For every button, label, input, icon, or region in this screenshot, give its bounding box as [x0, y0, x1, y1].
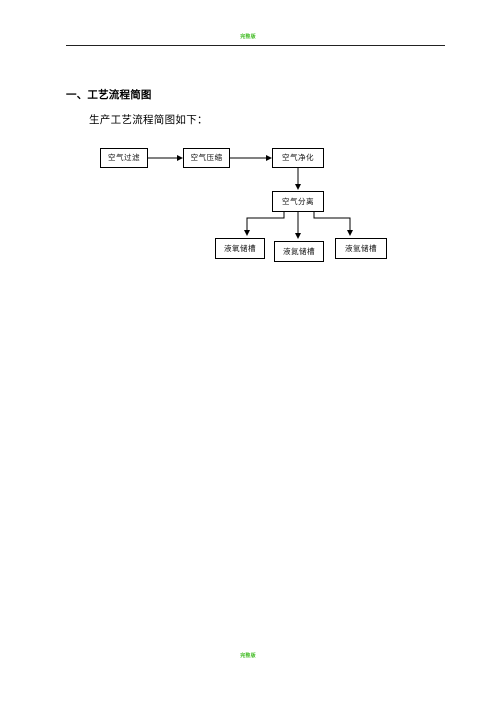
section-heading: 一、工艺流程简图 — [66, 89, 152, 101]
intro-text: 生产工艺流程简图如下： — [89, 114, 208, 126]
arrow-separate-to-left — [244, 212, 285, 236]
box-air-compress: 空气压缩 — [183, 148, 230, 168]
box-air-filter: 空气过滤 — [100, 148, 148, 168]
box-air-purify: 空气净化 — [272, 148, 324, 168]
header-watermark: 完整版 — [240, 34, 256, 40]
arrow-separate-to-right — [313, 212, 353, 236]
footer-watermark: 完整版 — [240, 653, 256, 659]
box-air-separate: 空气分离 — [272, 191, 324, 212]
box-storage-right: 液氩储槽 — [335, 238, 387, 259]
box-storage-left: 液氧储槽 — [215, 238, 265, 259]
box-storage-middle: 液氮储槽 — [274, 241, 324, 262]
header-rule — [66, 45, 445, 46]
